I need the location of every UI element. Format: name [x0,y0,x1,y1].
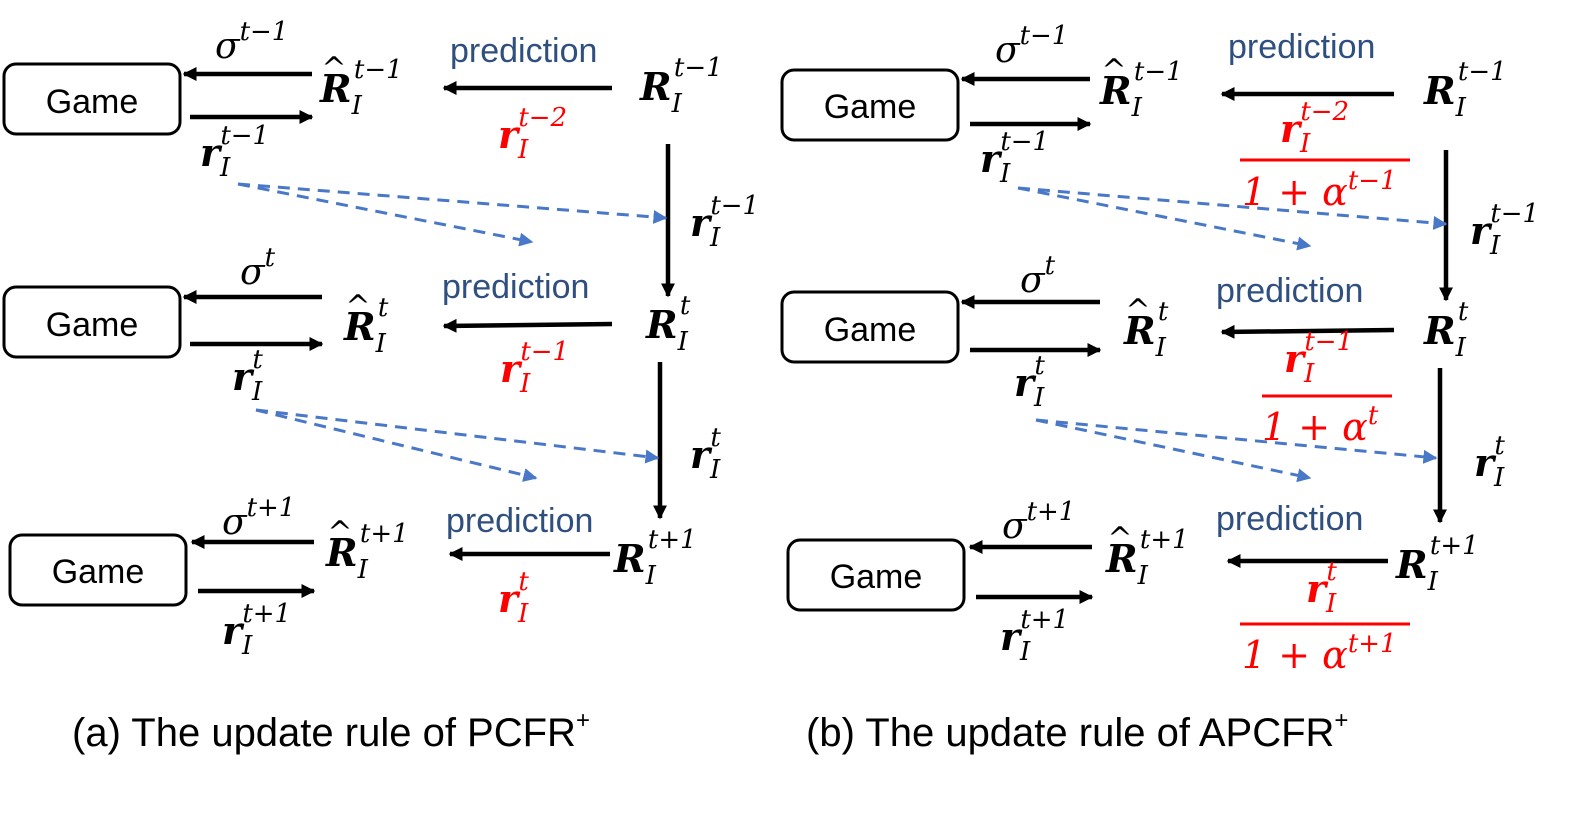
game-box [786,538,966,612]
cumulative-regret-label: RIt [1423,297,1469,363]
prediction-arrow [442,318,613,333]
panel-a-row-3: Game σt+1 rIt+1 RIt+1 ^ prediction rIt R… [8,493,697,661]
sigma-label: σt [240,243,276,293]
dashed-arrow [255,408,660,464]
sigma-label: σt+1 [1002,497,1075,547]
game-label: Game [46,306,139,344]
rhat-hat: ^ [345,289,370,324]
cumulative-regret-label: RIt+1 [1395,531,1479,597]
prediction-label: prediction [446,502,593,540]
prediction-label: prediction [442,268,589,306]
rhat-hat: ^ [327,515,352,550]
cumulative-regret-label: RIt−1 [639,53,723,119]
game-label: Game [52,553,145,591]
prediction-value: rIt−1 [1284,327,1353,389]
rhat-hat: ^ [321,51,346,86]
dashed-arrow [1035,418,1312,483]
rhat-label: RIt+1 [1105,525,1189,591]
prediction-label: prediction [450,32,597,70]
dashed-arrow [1017,186,1312,251]
down-arrow-label: rIt [1474,431,1505,493]
rhat-label: RIt+1 [325,519,409,585]
panel-b-caption: (b) The update rule of APCFR+ [806,707,1348,755]
down-arrow-label: rIt [690,423,721,485]
game-label: Game [824,311,917,349]
rhat-label: RIt [1123,297,1169,363]
down-arrow-label: rIt−1 [1470,199,1539,261]
dashed-arrow [1035,418,1438,464]
fraction-denominator: 1 + αt−1 [1242,166,1397,214]
prediction-label: prediction [1216,500,1363,538]
game-box [780,68,960,142]
game-label: Game [824,88,917,126]
game-label: Game [46,83,139,121]
cumulative-regret-label: RIt−1 [1423,57,1507,123]
prediction-value: rIt [1306,557,1337,619]
panel-b-row-1: Game σt−1 rIt−1 RIt−1 ^ prediction rIt−2… [780,21,1539,302]
dashed-arrow [255,408,538,482]
rhat-label: RIt−1 [1099,57,1183,123]
rhat-label: RIt−1 [319,55,403,121]
panel-a-row-1: Game σt−1 rIt−1 RIt−1 ^ prediction rIt−2… [2,17,759,298]
rhat-label: RIt [343,293,389,359]
sigma-label: σt+1 [222,493,295,543]
fraction-denominator: 1 + αt+1 [1242,629,1397,677]
prediction-value: rIt−2 [498,103,567,165]
rhat-hat: ^ [1107,521,1132,556]
down-arrow-label: rIt−1 [690,191,759,253]
r-label: rIt−1 [980,127,1049,189]
rhat-hat: ^ [1125,293,1150,328]
sigma-label: σt−1 [995,21,1068,71]
prediction-value: rIt−1 [500,337,569,399]
panel-a: Game σt−1 rIt−1 RIt−1 ^ prediction rIt−2… [2,17,759,755]
dashed-arrow [237,182,534,247]
panel-b: Game σt−1 rIt−1 RIt−1 ^ prediction rIt−2… [780,21,1539,755]
cumulative-regret-label: RIt [645,291,691,357]
r-label: rIt+1 [222,599,291,661]
panel-b-row-2: Game σt rIt RIt ^ prediction rIt−1 1 + α… [780,251,1505,524]
cumulative-regret-label: RIt+1 [613,525,697,591]
dashed-arrow [1017,186,1448,230]
panel-a-caption: (a) The update rule of PCFR+ [72,707,590,755]
rhat-hat: ^ [1101,53,1126,88]
prediction-value: rIt [498,567,529,629]
sigma-label: σt [1020,251,1056,301]
prediction-label: prediction [1228,28,1375,66]
prediction-value: rIt−2 [1280,97,1349,159]
dashed-arrow [237,182,668,224]
r-label: rIt [232,345,263,407]
prediction-label: prediction [1216,272,1363,310]
game-box [8,533,188,607]
game-box [2,285,182,359]
r-label: rIt [1014,351,1045,413]
r-label: rIt−1 [200,121,269,183]
sigma-label: σt−1 [215,17,288,67]
panel-a-row-2: Game σt rIt RIt ^ prediction rIt−1 RIt r… [2,243,721,520]
prediction-arrow [1220,324,1395,339]
game-label: Game [830,558,923,596]
game-box [2,62,182,136]
panel-b-row-3: Game σt+1 rIt+1 RIt+1 ^ prediction rIt 1… [786,497,1479,677]
game-box [780,290,960,364]
r-label: rIt+1 [1000,605,1069,667]
